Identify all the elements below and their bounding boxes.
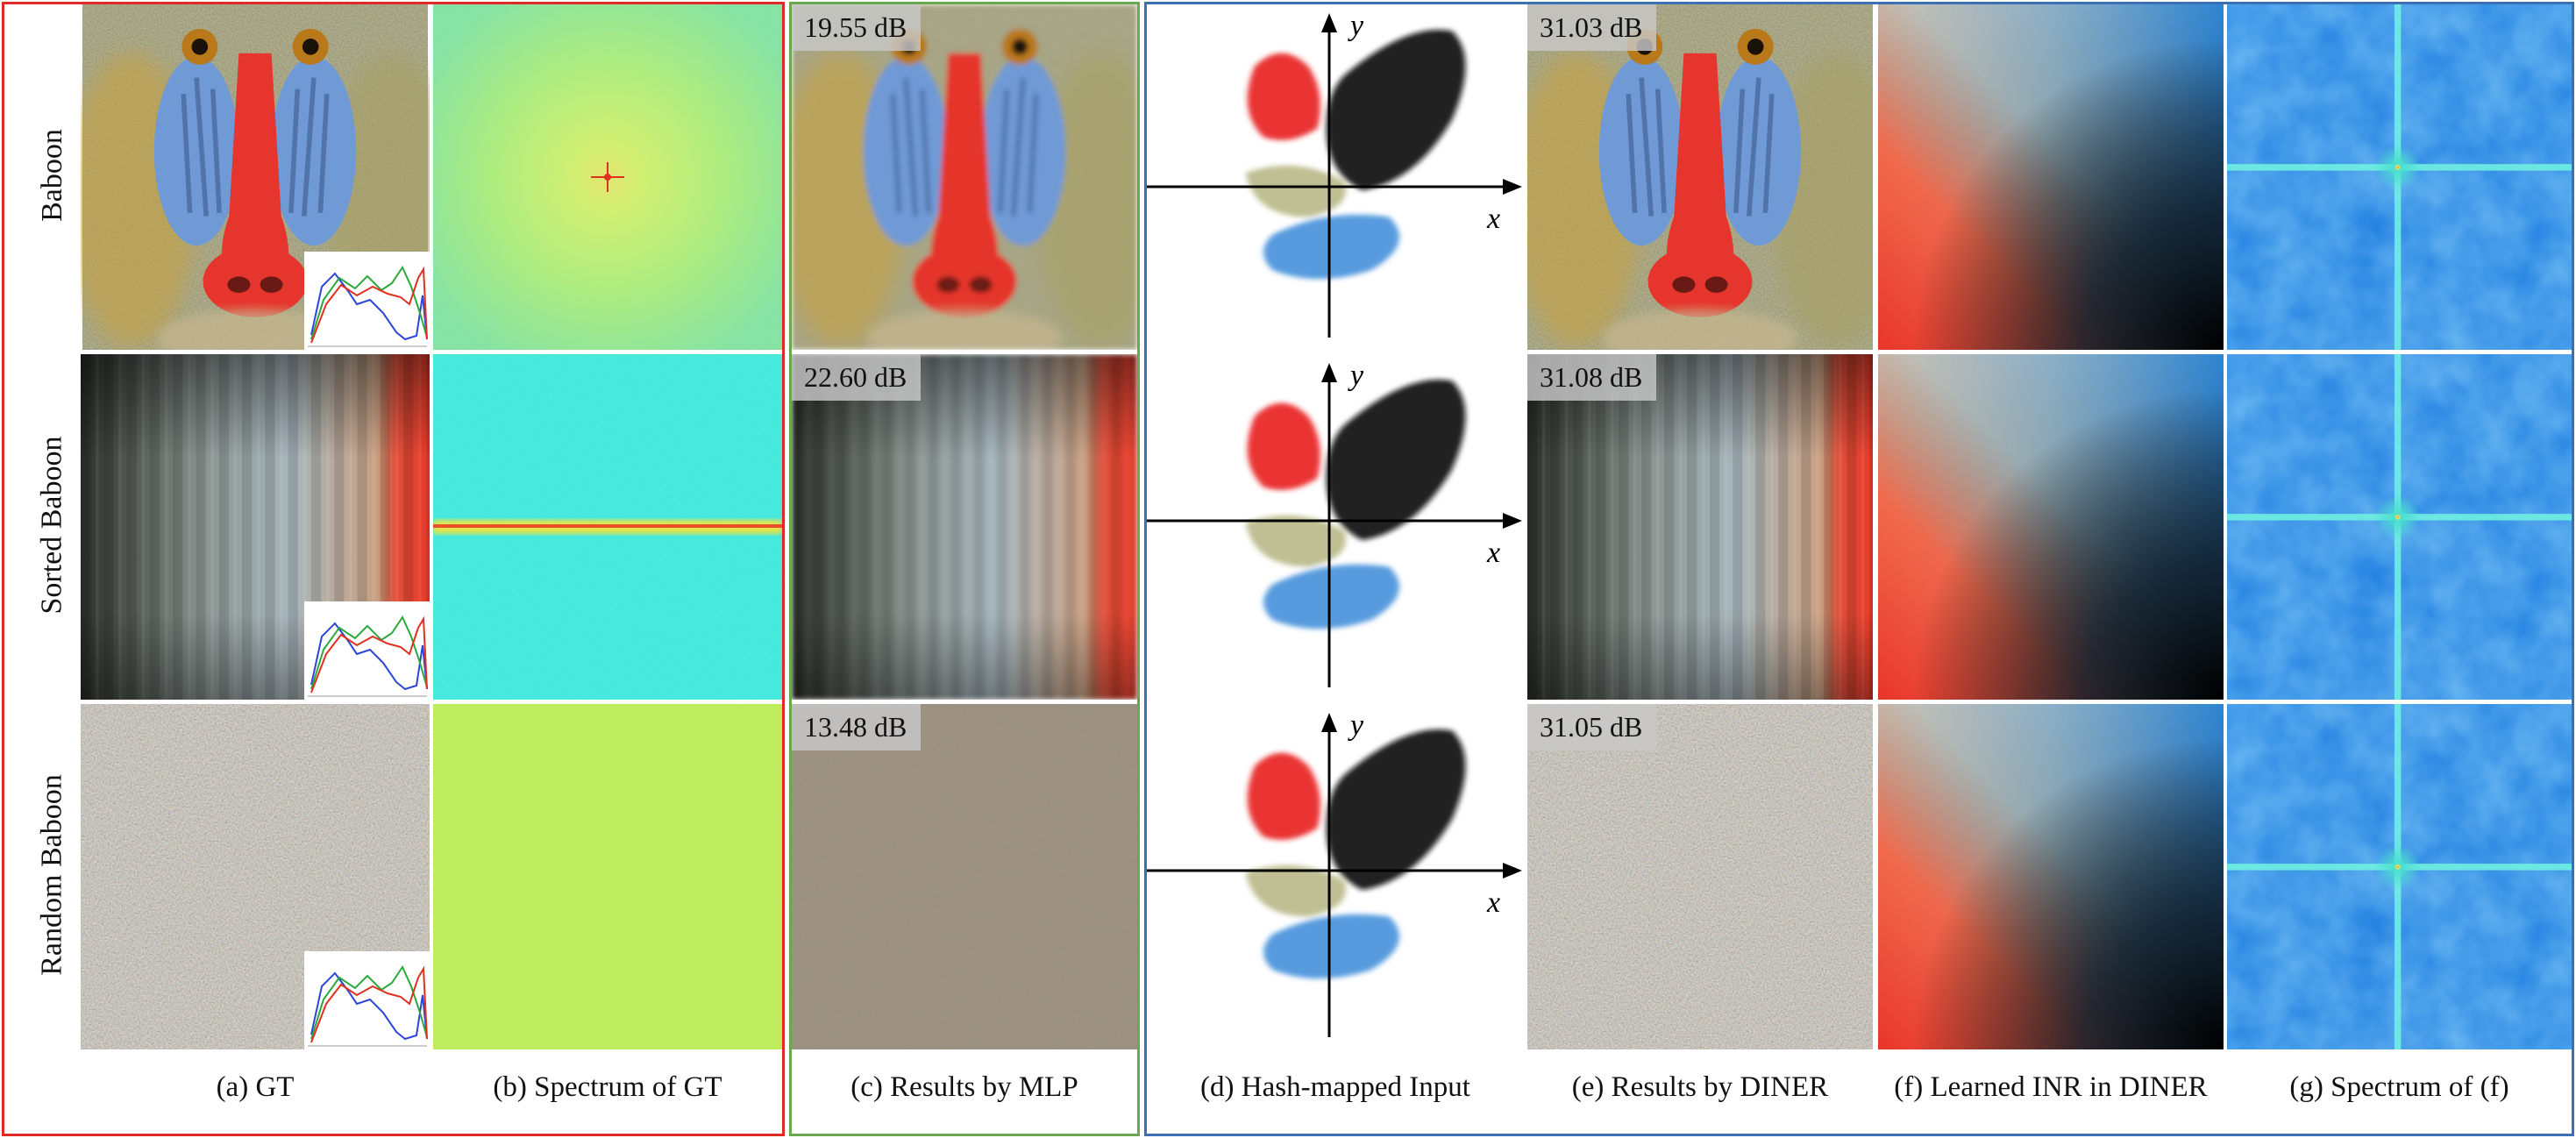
hash-mapped-input-sorted-baboon: y x — [1147, 354, 1524, 700]
frame-mlp-group — [789, 2, 1140, 1136]
frame-diner-group — [1144, 2, 2574, 1136]
spectrum-gt-baboon — [433, 4, 782, 350]
mlp-result-random-baboon: 13.48 dB — [792, 704, 1137, 1049]
psnr-badge: 19.55 dB — [792, 4, 922, 51]
caption-learned-inr: (f) Learned INR in DINER — [1894, 1071, 2208, 1103]
caption-mlp: (c) Results by MLP — [850, 1071, 1078, 1103]
gt-image-baboon — [81, 4, 430, 350]
diner-result-sorted-baboon: 31.08 dB — [1527, 354, 1873, 700]
spectrum-gt-random-baboon — [433, 704, 782, 1049]
spectrum-gt-sorted-baboon — [433, 354, 782, 700]
caption-spectrum-gt: (b) Spectrum of GT — [493, 1071, 722, 1103]
learned-inr-random-baboon — [1878, 704, 2224, 1049]
row-label-baboon: Baboon — [26, 4, 79, 346]
diner-result-baboon: 31.03 dB — [1527, 4, 1873, 350]
color-histogram — [304, 951, 430, 1049]
psnr-badge: 13.48 dB — [792, 704, 922, 750]
diner-result-random-baboon: 31.05 dB — [1527, 704, 1873, 1049]
axis-y-label: y — [1350, 10, 1364, 42]
axis-x-label: x — [1487, 203, 1501, 235]
mlp-result-sorted-baboon: 22.60 dB — [792, 354, 1137, 700]
hash-mapped-input-random-baboon: y x — [1147, 704, 1524, 1049]
color-histogram — [304, 252, 430, 350]
color-histogram — [304, 601, 430, 700]
spectrum-f-random-baboon — [2227, 704, 2572, 1049]
psnr-badge: 22.60 dB — [792, 354, 922, 401]
hash-mapped-input-baboon: y x — [1147, 4, 1524, 350]
axis-y-label: y — [1350, 359, 1364, 392]
caption-hash-mapped: (d) Hash-mapped Input — [1200, 1071, 1470, 1103]
caption-diner: (e) Results by DINER — [1571, 1071, 1829, 1103]
row-label-text: Sorted Baboon — [36, 436, 69, 615]
mlp-result-baboon: 19.55 dB — [792, 4, 1137, 350]
caption-spectrum-f: (g) Spectrum of (f) — [2289, 1071, 2509, 1103]
axis-y-label: y — [1350, 709, 1364, 742]
row-label-sorted-baboon: Sorted Baboon — [26, 354, 79, 696]
learned-inr-baboon — [1878, 4, 2224, 350]
spectrum-f-baboon — [2227, 4, 2572, 350]
psnr-badge: 31.08 dB — [1527, 354, 1657, 401]
row-label-text: Random Baboon — [36, 774, 69, 976]
row-label-text: Baboon — [36, 129, 68, 222]
spectrum-f-sorted-baboon — [2227, 354, 2572, 700]
row-label-random-baboon: Random Baboon — [26, 704, 79, 1046]
learned-inr-sorted-baboon — [1878, 354, 2224, 700]
psnr-badge: 31.05 dB — [1527, 704, 1657, 750]
psnr-badge: 31.03 dB — [1527, 4, 1657, 51]
gt-image-random-baboon — [81, 704, 430, 1049]
caption-gt: (a) GT — [216, 1071, 295, 1103]
axis-x-label: x — [1487, 537, 1501, 569]
gt-image-sorted-baboon — [81, 354, 430, 700]
frame-gt-group — [2, 2, 785, 1136]
axis-x-label: x — [1487, 886, 1501, 919]
